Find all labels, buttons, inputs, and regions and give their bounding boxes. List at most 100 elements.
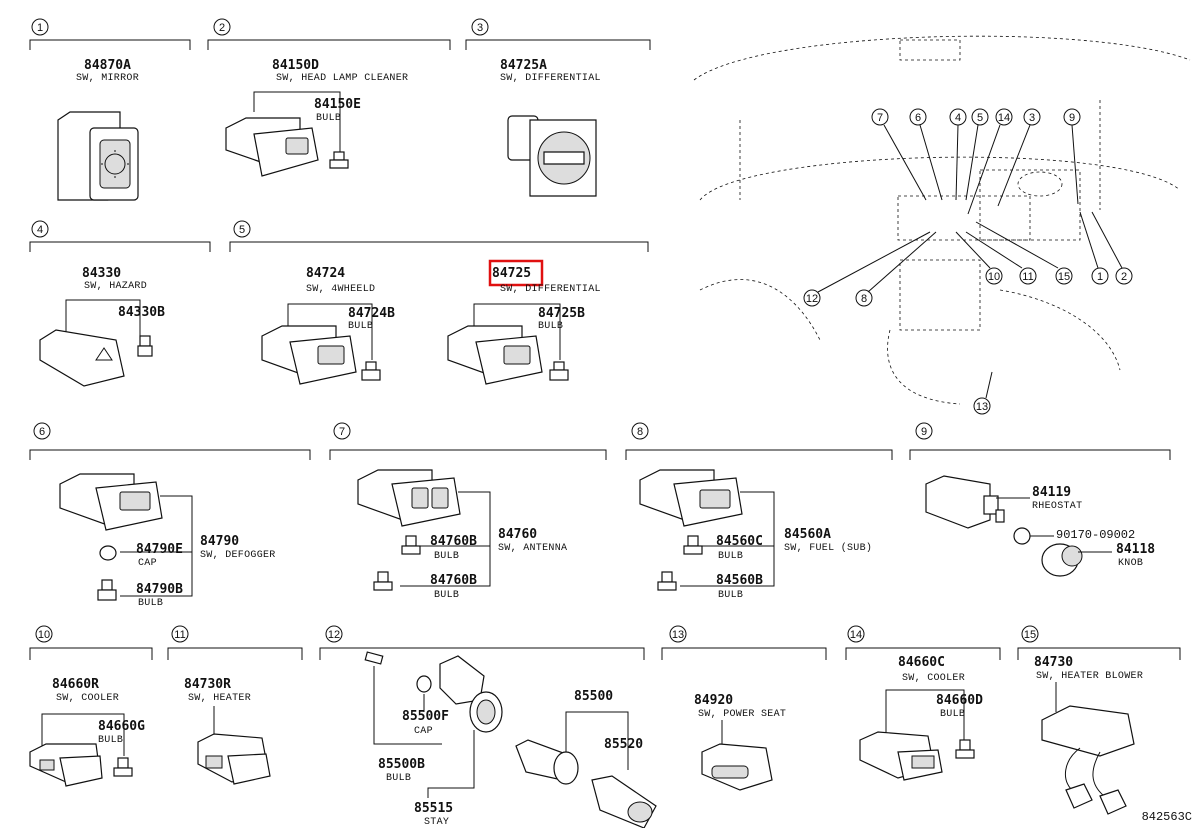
drawing-code: 842563C xyxy=(1142,810,1192,824)
svg-text:12: 12 xyxy=(806,293,818,305)
part-description: SW, HEATER xyxy=(188,693,251,704)
section-number: 6 xyxy=(39,426,45,438)
rheostat-icon xyxy=(925,475,1005,529)
locator-callout: 5 xyxy=(965,108,989,201)
locator-callout: 11 xyxy=(965,231,1037,285)
part-number[interactable]: 84725B xyxy=(538,306,585,321)
part-number[interactable]: 84118 xyxy=(1116,542,1155,557)
section-number: 12 xyxy=(328,629,340,641)
part-number[interactable]: 84730 xyxy=(1034,655,1073,670)
part-number[interactable]: 84790 xyxy=(200,534,239,549)
part-number[interactable]: 84660R xyxy=(52,677,99,692)
locator-callout: 7 xyxy=(871,108,927,201)
part-number[interactable]: 85500F xyxy=(402,709,449,724)
part-description: SW, COOLER xyxy=(56,693,119,704)
heater-switch-icon xyxy=(197,733,271,785)
bulb-icon xyxy=(657,571,677,591)
section-number: 5 xyxy=(239,224,245,236)
section-1: 1 84870A SW, MIRROR xyxy=(29,18,191,201)
section-number: 14 xyxy=(850,629,862,641)
part-description: CAP xyxy=(414,726,433,737)
svg-text:5: 5 xyxy=(977,112,983,124)
locator-callout: 15 xyxy=(975,221,1073,285)
part-number[interactable]: 84660G xyxy=(98,719,145,734)
part-number[interactable]: 85500B xyxy=(378,757,425,772)
section-number: 4 xyxy=(37,224,43,236)
section-number: 2 xyxy=(219,22,225,34)
svg-text:9: 9 xyxy=(1069,112,1075,124)
svg-text:10: 10 xyxy=(988,271,1000,283)
svg-text:3: 3 xyxy=(1029,112,1035,124)
antenna-switch-icon xyxy=(357,469,461,527)
section-8: 8 84560A SW, FUEL (SUB) 84560C BULB 8456… xyxy=(625,422,893,601)
bulb-icon xyxy=(401,535,421,555)
part-number[interactable]: 84150E xyxy=(314,97,361,112)
headlamp-cleaner-switch-icon xyxy=(225,117,319,177)
section-13: 13 84920 SW, POWER SEAT xyxy=(661,625,827,791)
lighter-socket-icon xyxy=(591,775,657,828)
svg-text:6: 6 xyxy=(915,112,921,124)
4wheel-switch-icon xyxy=(261,325,357,385)
part-number-highlighted[interactable]: 84725 xyxy=(492,266,531,281)
part-description: CAP xyxy=(138,558,157,569)
section-14: 14 84660C SW, COOLER 84660D BULB xyxy=(845,625,1001,781)
locator-callout: 10 xyxy=(955,231,1003,285)
bulb-icon xyxy=(549,361,569,381)
part-number[interactable]: 84760B xyxy=(430,573,477,588)
bulb-icon xyxy=(113,757,133,777)
section-number: 11 xyxy=(174,629,185,641)
part-description: BULB xyxy=(538,321,563,332)
part-number[interactable]: 84725A xyxy=(500,58,547,73)
part-description: BULB xyxy=(316,113,341,124)
section-10: 10 84660R SW, COOLER 84660G BULB xyxy=(29,625,153,787)
svg-text:14: 14 xyxy=(998,112,1010,124)
part-number[interactable]: 84760B xyxy=(430,534,477,549)
part-number[interactable]: 85520 xyxy=(604,737,643,752)
part-number[interactable]: 84760 xyxy=(498,527,537,542)
part-number[interactable]: 84119 xyxy=(1032,485,1071,500)
part-number[interactable]: 84730R xyxy=(184,677,231,692)
bulb-icon xyxy=(329,151,349,169)
section-number: 15 xyxy=(1024,629,1036,641)
locator-callout: 14 xyxy=(967,108,1013,215)
cigarette-lighter-icon xyxy=(515,739,579,785)
part-description: BULB xyxy=(434,590,459,601)
part-number[interactable]: 84790B xyxy=(136,582,183,597)
bulb-icon xyxy=(955,739,975,759)
part-number[interactable]: 85515 xyxy=(414,801,453,816)
mirror-switch-icon xyxy=(57,111,139,201)
part-description: BULB xyxy=(718,590,743,601)
part-number[interactable]: 84330 xyxy=(82,266,121,281)
part-number[interactable]: 84724 xyxy=(306,266,345,281)
part-number[interactable]: 84660C xyxy=(898,655,945,670)
differential-switch-icon xyxy=(507,115,597,197)
part-description: SW, HEATER BLOWER xyxy=(1036,671,1143,682)
part-number[interactable]: 84330B xyxy=(118,305,165,320)
part-number[interactable]: 84560A xyxy=(784,527,831,542)
section-number: 3 xyxy=(477,22,483,34)
fuel-sub-switch-icon xyxy=(639,469,743,527)
part-description: SW, DEFOGGER xyxy=(200,550,276,561)
part-number[interactable]: 84790E xyxy=(136,542,183,557)
svg-text:7: 7 xyxy=(877,112,883,124)
locator-callout: 12 xyxy=(803,231,931,307)
highlight-box xyxy=(488,259,544,287)
locator-callout: 1 xyxy=(1079,211,1109,285)
svg-text:8: 8 xyxy=(861,293,867,305)
part-number[interactable]: 84560B xyxy=(716,573,763,588)
svg-text:13: 13 xyxy=(976,401,988,413)
part-number[interactable]: 84560C xyxy=(716,534,763,549)
part-number[interactable]: 84150D xyxy=(272,58,319,73)
part-description: SW, COOLER xyxy=(902,673,965,684)
section-9: 9 84119 RHEOSTAT 90170-09002 84118 KNOB xyxy=(909,422,1171,577)
part-number[interactable]: 84920 xyxy=(694,693,733,708)
section-number: 8 xyxy=(637,426,643,438)
part-number[interactable]: 90170-09002 xyxy=(1056,528,1135,542)
part-description: BULB xyxy=(138,598,163,609)
part-number[interactable]: 84660D xyxy=(936,693,983,708)
part-number[interactable]: 85500 xyxy=(574,689,613,704)
locator-callout: 13 xyxy=(973,371,993,415)
part-number[interactable]: 84870A xyxy=(84,58,131,73)
locator-callout: 9 xyxy=(1063,108,1081,205)
section-2: 2 84150D SW, HEAD LAMP CLEANER 84150E BU… xyxy=(207,18,451,177)
